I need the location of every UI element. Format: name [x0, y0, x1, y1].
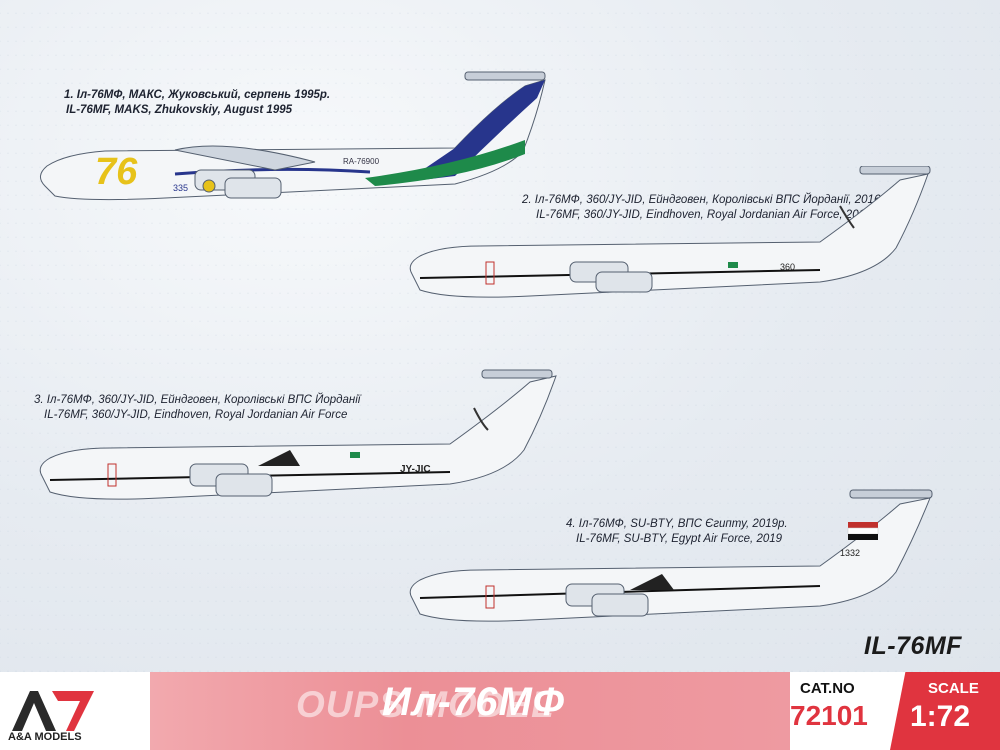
model-name-title: IL-76MF — [864, 632, 962, 660]
brand-name: A&A MODELS — [8, 731, 82, 743]
caption-line-ua: 1. Іл-76МФ, МАКС, Жуковський, серпень 19… — [64, 89, 331, 101]
caption-line-en: IL-76MF, MAKS, Zhukovskiy, August 1995 — [66, 104, 293, 116]
caption-line-en: IL-76MF, 360/JY-JID, Eindhoven, Royal Jo… — [536, 209, 872, 221]
banner-title: Ил-76МФ — [382, 680, 566, 724]
registration-text: RA-76900 — [343, 157, 380, 166]
aircraft-profile-3: JY-JIC — [39, 369, 557, 500]
catalog-number: 72101 — [790, 700, 868, 731]
caption-line-en: IL-76MF, 360/JY-JID, Eindhoven, Royal Jo… — [44, 409, 348, 421]
watermark-text: OUPS MODEL — [296, 684, 555, 725]
tactical-number: 335 — [173, 183, 188, 193]
aircraft-profile-1: 76 RA-76900 335 — [40, 71, 546, 201]
caption-profile-2: 2. Іл-76МФ, 360/JY-JID, Ейндговен, Корол… — [522, 193, 890, 223]
catalog-label: CAT.NO — [800, 680, 855, 697]
tactical-number: 1332 — [840, 548, 860, 558]
scale-label: SCALE — [928, 680, 979, 697]
tactical-number: 360 — [780, 262, 795, 272]
livery-number-76: 76 — [95, 151, 138, 193]
registration-text: JY-JIC — [400, 464, 431, 475]
aircraft-profile-4: 1332 — [409, 489, 933, 622]
caption-profile-1: 1. Іл-76МФ, МАКС, Жуковський, серпень 19… — [64, 88, 330, 118]
caption-line-ua: 4. Іл-76МФ, SU-BTY, ВПС Єгипту, 2019р. — [566, 518, 788, 530]
aircraft-profile-2: 360 — [409, 166, 931, 298]
title-banner — [150, 672, 790, 750]
scale-badge — [890, 672, 1000, 750]
aa-models-logo-icon — [12, 691, 94, 731]
scale-value: 1:72 — [910, 700, 971, 733]
caption-line-ua: 2. Іл-76МФ, 360/JY-JID, Ейндговен, Корол… — [522, 194, 890, 206]
caption-profile-3: 3. Іл-76МФ, 360/JY-JID, Ейндговен, Корол… — [34, 393, 360, 423]
caption-line-en: IL-76MF, SU-BTY, Egypt Air Force, 2019 — [576, 533, 783, 545]
caption-profile-4: 4. Іл-76МФ, SU-BTY, ВПС Єгипту, 2019р. I… — [566, 517, 788, 547]
caption-line-ua: 3. Іл-76МФ, 360/JY-JID, Ейндговен, Корол… — [34, 394, 361, 406]
